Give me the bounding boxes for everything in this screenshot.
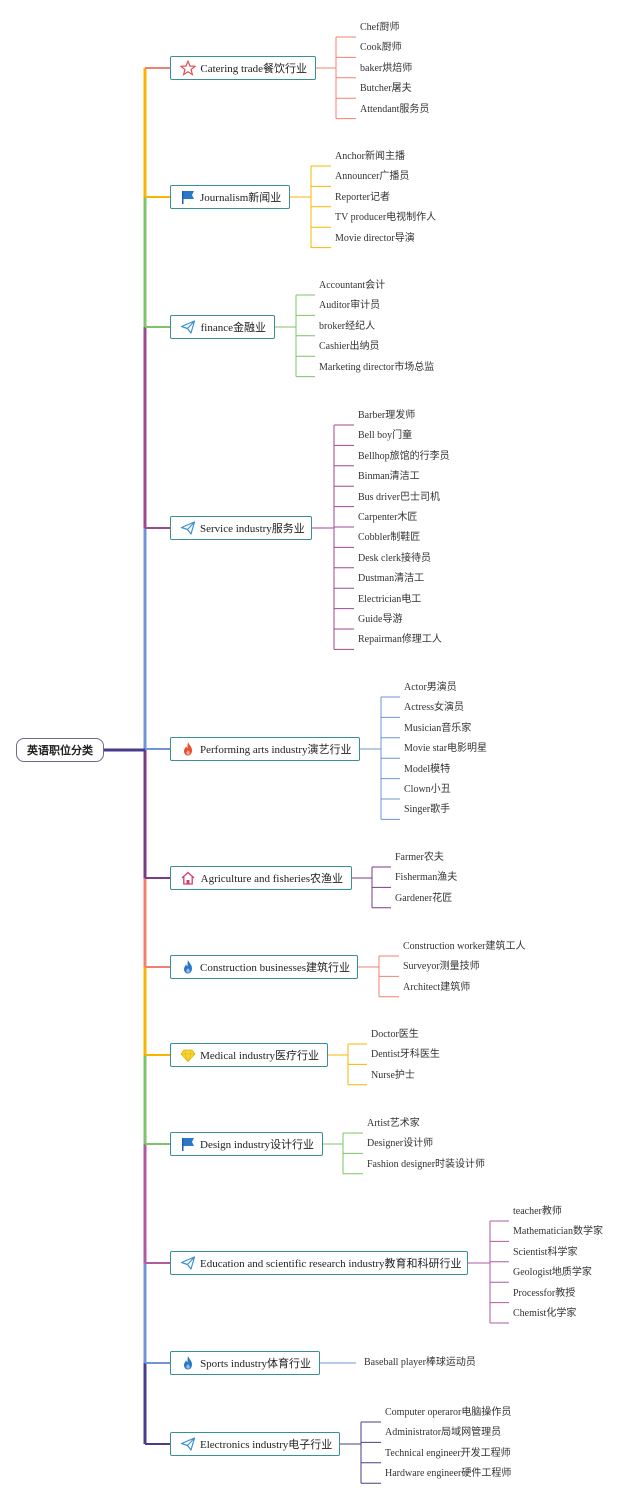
- leaf-item[interactable]: Baseball player棒球运动员: [364, 1357, 476, 1368]
- category-node[interactable]: Education and scientific research indust…: [170, 1251, 468, 1275]
- leaf-item[interactable]: Musician音乐家: [404, 722, 472, 734]
- category-label: Construction businesses建筑行业: [200, 962, 351, 974]
- category-label: Journalism新闻业: [200, 192, 282, 204]
- home-icon: [180, 869, 197, 887]
- leaf-item[interactable]: Designer设计师: [367, 1138, 434, 1150]
- category-label: Performing arts industry演艺行业: [200, 744, 352, 756]
- category-label: finance金融业: [200, 322, 266, 334]
- leaf-item[interactable]: Carpenter木匠: [358, 512, 418, 523]
- leaf-item[interactable]: Accountant会计: [319, 280, 386, 291]
- flag-icon: [180, 188, 196, 206]
- leaf-item[interactable]: Geologist地质学家: [513, 1267, 592, 1279]
- leaf-item[interactable]: TV producer电视制作人: [335, 212, 437, 224]
- leaf-item[interactable]: Scientist科学家: [513, 1246, 578, 1258]
- category-node[interactable]: Electronics industry电子行业: [170, 1432, 340, 1456]
- leaf-item[interactable]: Actress女演员: [404, 702, 464, 714]
- leaf-item[interactable]: Announcer广播员: [335, 171, 410, 183]
- leaf-item[interactable]: Nurse护士: [371, 1069, 415, 1081]
- leaf-item[interactable]: baker烘焙师: [360, 62, 413, 74]
- leaf-item[interactable]: Cobbler制鞋匠: [358, 532, 421, 544]
- leaf-item[interactable]: Farmer农夫: [395, 852, 444, 863]
- leaf-item[interactable]: Gardener花匠: [395, 892, 453, 904]
- leaf-item[interactable]: Bell boy门童: [358, 430, 413, 442]
- category-label: Electronics industry电子行业: [200, 1439, 333, 1451]
- leaf-item[interactable]: Processfor教授: [513, 1287, 576, 1299]
- leaf-item[interactable]: Repairman修理工人: [358, 634, 442, 646]
- leaf-item[interactable]: Hardware engineer硬件工程师: [385, 1468, 512, 1480]
- leaf-item[interactable]: Auditor审计员: [319, 300, 381, 312]
- category-node[interactable]: Service industry服务业: [170, 516, 312, 540]
- paper-plane-icon: [180, 1254, 196, 1272]
- fire-icon: [180, 1354, 196, 1372]
- leaf-item[interactable]: Electrician电工: [358, 593, 422, 605]
- category-node[interactable]: Catering trade餐饮行业: [170, 56, 316, 80]
- leaf-item[interactable]: Cook厨师: [360, 42, 402, 54]
- gem-icon: [180, 1046, 196, 1064]
- leaf-item[interactable]: Barber理发师: [358, 410, 416, 421]
- leaf-item[interactable]: teacher教师: [513, 1206, 562, 1217]
- leaf-item[interactable]: Surveyor测量技师: [403, 961, 480, 973]
- leaf-item[interactable]: Construction worker建筑工人: [403, 941, 526, 952]
- category-node[interactable]: Construction businesses建筑行业: [170, 955, 358, 979]
- paper-plane-icon: [180, 318, 197, 336]
- leaf-item[interactable]: Computer operaror电脑操作员: [385, 1407, 512, 1418]
- paper-plane-icon: [180, 1435, 196, 1453]
- paper-plane-icon: [180, 519, 196, 537]
- leaf-item[interactable]: broker经纪人: [319, 320, 376, 332]
- leaf-item[interactable]: Chemist化学家: [513, 1308, 577, 1319]
- leaf-item[interactable]: Movie star电影明星: [404, 743, 488, 755]
- leaf-item[interactable]: Dentist牙科医生: [371, 1049, 440, 1061]
- category-node[interactable]: Journalism新闻业: [170, 185, 290, 209]
- category-node[interactable]: finance金融业: [170, 315, 275, 339]
- leaf-item[interactable]: Model模特: [404, 763, 451, 775]
- leaf-item[interactable]: Mathematician数学家: [513, 1226, 603, 1238]
- leaf-item[interactable]: Attendant服务员: [360, 103, 430, 115]
- leaf-item[interactable]: Reporter记者: [335, 191, 390, 203]
- root-node[interactable]: 英语职位分类: [16, 738, 104, 762]
- leaf-item[interactable]: Bus driver巴士司机: [358, 491, 440, 503]
- leaf-item[interactable]: Fisherman渔夫: [395, 872, 458, 884]
- leaf-item[interactable]: Chef厨师: [360, 22, 400, 33]
- leaf-item[interactable]: Administrator局域网管理员: [385, 1427, 502, 1439]
- leaf-item[interactable]: Technical engineer开发工程师: [385, 1447, 511, 1459]
- leaf-item[interactable]: Movie director导演: [335, 232, 415, 244]
- leaf-item[interactable]: Cashier出纳员: [319, 341, 380, 353]
- category-label: Sports industry体育行业: [200, 1358, 311, 1370]
- leaf-item[interactable]: Desk clerk接待员: [358, 552, 432, 564]
- category-node[interactable]: Agriculture and fisheries农渔业: [170, 866, 352, 890]
- leaf-item[interactable]: Doctor医生: [371, 1029, 419, 1040]
- star-icon: [180, 59, 197, 77]
- leaf-item[interactable]: Artist艺术家: [367, 1118, 420, 1129]
- fire-icon: [180, 740, 196, 758]
- category-node[interactable]: Medical industry医疗行业: [170, 1043, 328, 1067]
- fire-icon: [180, 958, 196, 976]
- leaf-item[interactable]: Singer歌手: [404, 804, 451, 816]
- leaf-item[interactable]: Fashion designer时装设计师: [367, 1158, 486, 1170]
- leaf-item[interactable]: Butcher屠夫: [360, 83, 412, 95]
- category-node[interactable]: Sports industry体育行业: [170, 1351, 320, 1375]
- root-label: 英语职位分类: [27, 744, 93, 757]
- leaf-item[interactable]: Dustman清洁工: [358, 573, 425, 585]
- leaf-item[interactable]: Binman清洁工: [358, 471, 420, 483]
- category-label: Catering trade餐饮行业: [200, 63, 307, 75]
- leaf-item[interactable]: Actor男演员: [404, 682, 457, 693]
- category-label: Agriculture and fisheries农渔业: [200, 873, 343, 885]
- category-label: Medical industry医疗行业: [200, 1050, 319, 1062]
- category-label: Education and scientific research indust…: [200, 1258, 462, 1270]
- leaf-item[interactable]: Marketing director市场总监: [319, 361, 435, 373]
- leaf-item[interactable]: Anchor新闻主播: [335, 151, 405, 162]
- leaf-item[interactable]: Clown小丑: [404, 784, 451, 795]
- leaf-item[interactable]: Guide导游: [358, 614, 403, 625]
- category-node[interactable]: Design industry设计行业: [170, 1132, 323, 1156]
- leaf-item[interactable]: Architect建筑师: [403, 981, 471, 993]
- leaf-item[interactable]: Bellhop旅馆的行李员: [358, 450, 450, 462]
- category-node[interactable]: Performing arts industry演艺行业: [170, 737, 360, 761]
- category-label: Service industry服务业: [200, 523, 305, 535]
- flag-icon: [180, 1135, 196, 1153]
- category-label: Design industry设计行业: [200, 1139, 314, 1151]
